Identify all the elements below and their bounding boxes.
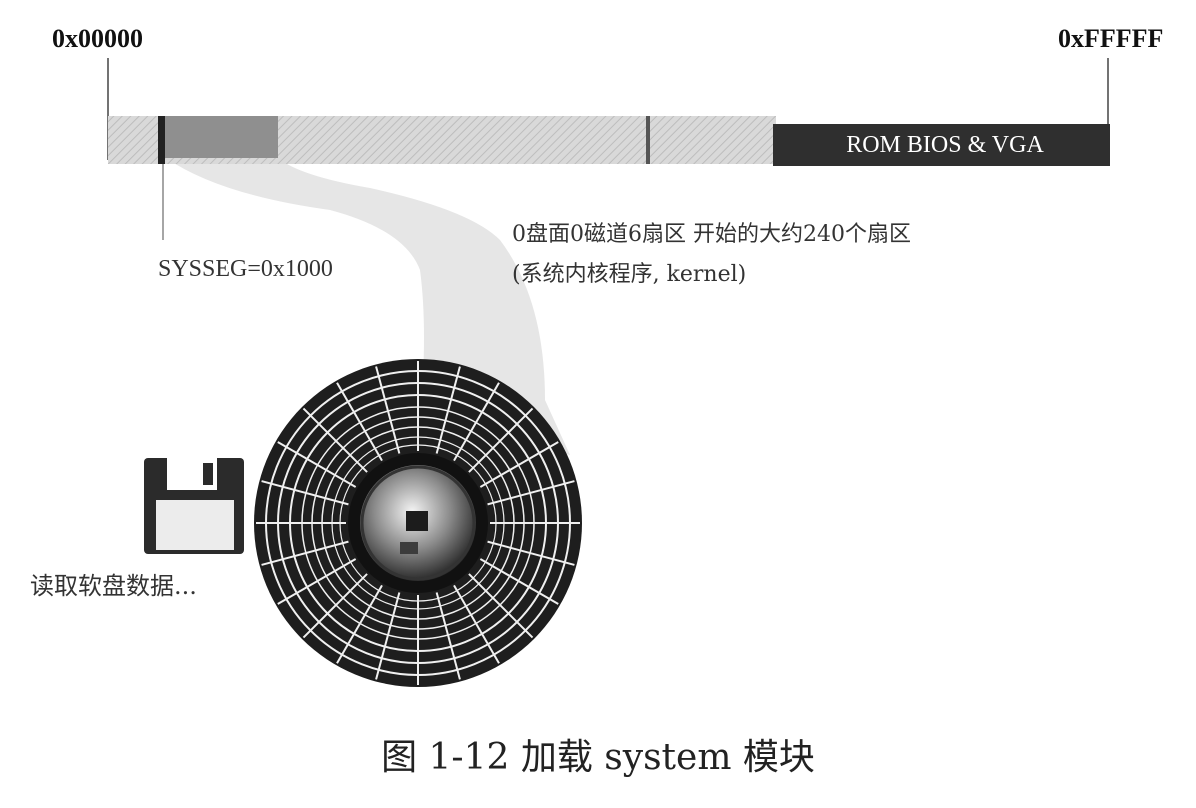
rom-bios-vga-label: ROM BIOS & VGA [846,132,1044,158]
system-module-region [165,116,278,158]
disk-platter-icon [254,359,582,687]
start-address-label: 0x00000 [52,24,143,53]
reading-floppy-label: 读取软盘数据... [30,572,197,600]
figure-caption: 图 1-12 加载 system 模块 [381,737,815,778]
kernel-description-label: (系统内核程序, kernel) [512,262,747,287]
memory-bar: ROM BIOS & VGA [108,116,1110,166]
sysseg-label: SYSSEG=0x1000 [158,256,333,282]
memory-separator-2 [646,116,650,164]
sector-dividers [256,361,580,685]
rom-bios-vga-region [773,124,1110,166]
end-address-label: 0xFFFFF [1058,24,1164,53]
memory-separator-1 [158,116,165,164]
floppy-disk-icon [144,458,244,554]
kernel-sectors-label: 0盘面0磁道6扇区 开始的大约240个扇区 [512,222,911,247]
